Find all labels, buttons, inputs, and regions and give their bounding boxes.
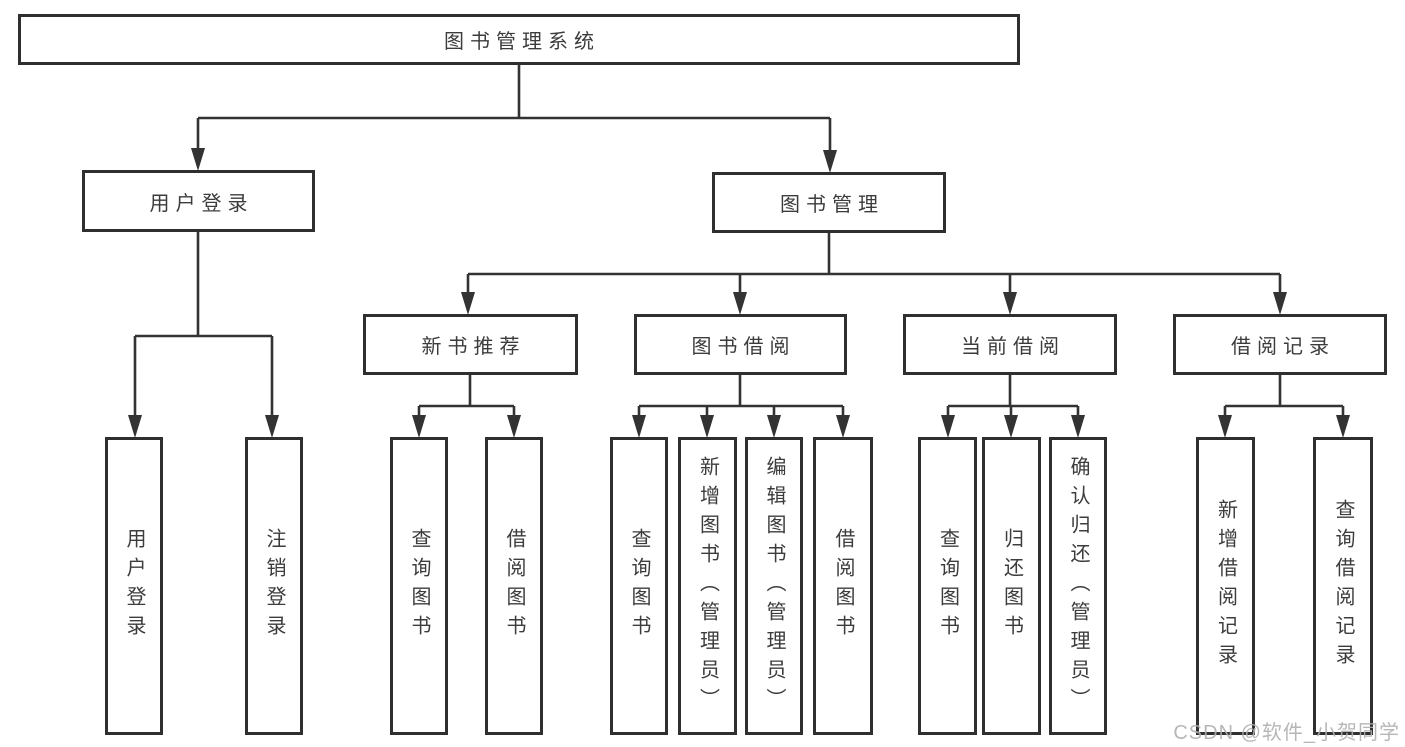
leaf-label: 用户登录 [123, 528, 145, 644]
leaf-query-books-2: 查询图书 [610, 437, 668, 735]
leaf-add-borrow-record: 新增借阅记录 [1196, 437, 1255, 735]
leaf-borrow-books-1: 借阅图书 [485, 437, 543, 735]
leaf-borrow-books-2: 借阅图书 [813, 437, 873, 735]
leaf-confirm-return-admin: 确认归还（管理员） [1049, 437, 1107, 735]
connector-user-login-to-leaves [128, 231, 279, 438]
leaf-add-books-admin: 新增图书（管理员） [678, 437, 737, 735]
node-borrow-records-label: 借阅记录 [1231, 336, 1335, 358]
node-new-book-recommend: 新书推荐 [363, 314, 578, 375]
leaf-user-login: 用户登录 [105, 437, 163, 735]
connector-root-to-level2 [191, 64, 837, 173]
node-user-login: 用户登录 [82, 170, 315, 232]
leaf-label: 查询借阅记录 [1332, 499, 1354, 673]
leaf-label: 查询图书 [408, 528, 430, 644]
node-root-label: 图书管理系统 [444, 31, 600, 53]
leaf-label: 查询图书 [936, 528, 959, 644]
leaf-label: 借阅图书 [503, 528, 525, 644]
connector-book-mgmt-to-groups [461, 232, 1287, 315]
node-book-mgmt: 图书管理 [712, 172, 946, 233]
leaf-label: 新增图书（管理员） [696, 455, 719, 717]
connector-borrow-records-to-leaves [1218, 374, 1350, 438]
leaf-label: 编辑图书（管理员） [763, 455, 785, 717]
connector-book-borrow-to-leaves [632, 374, 850, 438]
node-user-login-label: 用户登录 [149, 192, 254, 215]
leaf-label: 注销登录 [263, 528, 285, 644]
leaf-query-books-1: 查询图书 [390, 437, 448, 735]
leaf-query-borrow-record: 查询借阅记录 [1313, 437, 1373, 735]
node-book-borrow: 图书借阅 [634, 314, 847, 375]
leaf-return-books: 归还图书 [982, 437, 1041, 735]
node-new-book-recommend-label: 新书推荐 [421, 336, 526, 358]
leaf-label: 新增借阅记录 [1214, 499, 1237, 673]
node-root-system: 图书管理系统 [18, 14, 1020, 65]
connector-current-borrow-to-leaves [941, 374, 1085, 438]
node-book-borrow-label: 图书借阅 [691, 336, 796, 358]
node-current-borrow-label: 当前借阅 [961, 336, 1065, 358]
leaf-query-books-3: 查询图书 [918, 437, 977, 735]
leaf-label: 查询图书 [628, 528, 650, 644]
node-borrow-records: 借阅记录 [1173, 314, 1387, 375]
leaf-label: 归还图书 [1000, 528, 1023, 644]
csdn-watermark: CSDN @软件_小贺同学 [1173, 722, 1400, 744]
leaf-label: 确认归还（管理员） [1067, 455, 1089, 717]
connector-new-book-to-leaves [412, 374, 521, 438]
node-current-borrow: 当前借阅 [903, 314, 1117, 375]
leaf-logout: 注销登录 [245, 437, 303, 735]
leaf-edit-books-admin: 编辑图书（管理员） [745, 437, 803, 735]
node-book-mgmt-label: 图书管理 [780, 194, 884, 216]
leaf-label: 借阅图书 [832, 528, 854, 644]
